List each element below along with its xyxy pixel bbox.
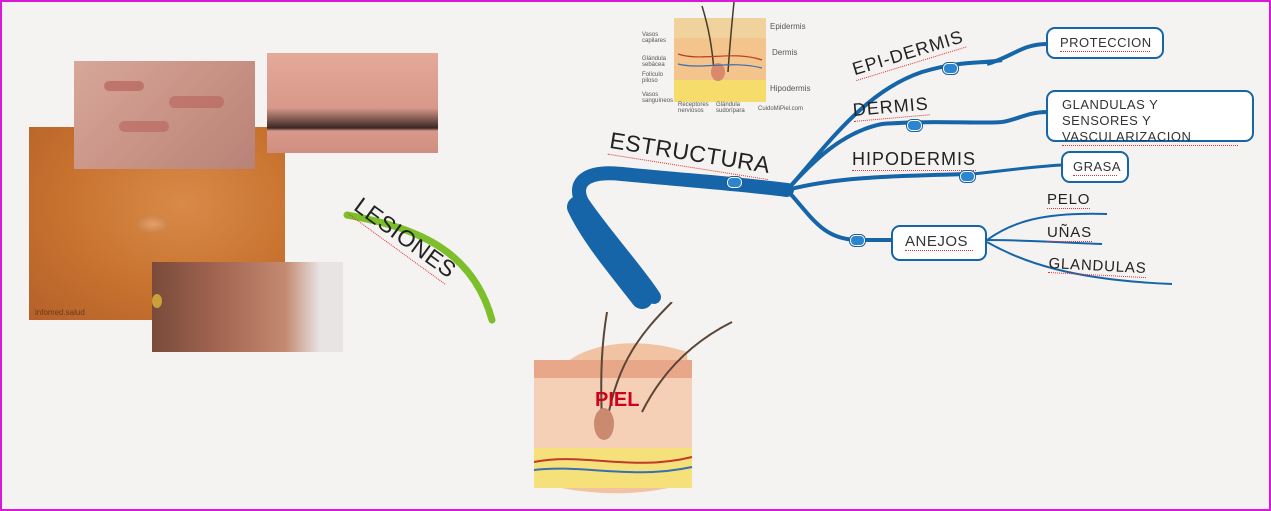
label-glandula-sudoripara: Glándula sudorípara bbox=[716, 102, 745, 114]
anejos-collapse-handle[interactable] bbox=[850, 235, 865, 246]
proteccion-box[interactable]: PROTECCION bbox=[1046, 27, 1164, 59]
skin-rash-photo bbox=[74, 61, 255, 169]
anejos-text: ANEJOS bbox=[905, 234, 973, 251]
arm-rash-photo bbox=[267, 53, 438, 153]
skin-structure-diagram: Epidermis Dermis Hipodermis Vasos capila… bbox=[642, 2, 812, 118]
glandulas-line2: VASCULARIZACION bbox=[1062, 129, 1238, 146]
glandulas-sensores-box[interactable]: GLANDULAS Y SENSORES Y VASCULARIZACION bbox=[1046, 90, 1254, 146]
glandulas-branch bbox=[1001, 110, 1048, 124]
label-hipodermis: Hipodermis bbox=[770, 84, 811, 93]
dermis-branch bbox=[785, 120, 1003, 192]
label-dermis: Dermis bbox=[772, 48, 798, 57]
center-label: PIEL bbox=[595, 389, 640, 411]
label-site: CuidoMiPiel.com bbox=[758, 106, 804, 112]
estructura-trunk bbox=[572, 166, 794, 304]
label-epidermis: Epidermis bbox=[770, 22, 806, 31]
epidermis-branch bbox=[785, 58, 1003, 192]
glandulas-anejos-branch bbox=[986, 241, 1173, 285]
label-vasos-sanguineos: Vasos sanguíneos bbox=[642, 92, 674, 104]
acne-face-photo bbox=[152, 262, 343, 352]
skin-diagram-illustration bbox=[674, 2, 766, 102]
unas-branch bbox=[986, 239, 1103, 245]
label-foliculo-piloso: Folículo piloso bbox=[642, 72, 664, 84]
hipodermis-branch bbox=[786, 172, 973, 192]
proteccion-branch bbox=[986, 42, 1048, 66]
estructura-trunk-taper bbox=[567, 196, 653, 309]
pelo-label[interactable]: PELO bbox=[1047, 191, 1091, 209]
dermis-collapse-handle[interactable] bbox=[907, 120, 922, 131]
hipodermis-collapse-handle[interactable] bbox=[960, 171, 975, 182]
grasa-box[interactable]: GRASA bbox=[1061, 151, 1129, 183]
hipodermis-label[interactable]: HIPODERMIS bbox=[852, 149, 977, 171]
grasa-branch bbox=[971, 163, 1063, 176]
label-vasos-capilares: Vasos capilares bbox=[642, 32, 667, 44]
label-glandula-sebacea: Glándula sebácea bbox=[642, 56, 667, 68]
grasa-text: GRASA bbox=[1073, 159, 1122, 176]
proteccion-text: PROTECCION bbox=[1060, 35, 1152, 52]
epidermis-collapse-handle[interactable] bbox=[943, 63, 958, 74]
central-skin-illustration bbox=[522, 301, 742, 509]
anejos-box[interactable]: ANEJOS bbox=[891, 225, 987, 261]
photo-credit: infomed.salud bbox=[35, 308, 85, 317]
label-receptores: Receptores nerviosos bbox=[678, 102, 709, 114]
estructura-collapse-handle[interactable] bbox=[727, 177, 742, 188]
pelo-branch bbox=[986, 212, 1108, 241]
anejos-branch bbox=[785, 188, 892, 242]
glandulas-line1: GLANDULAS Y SENSORES Y bbox=[1062, 97, 1159, 128]
unas-label[interactable]: UÑAS bbox=[1047, 224, 1092, 242]
skin-block-illustration bbox=[533, 301, 733, 494]
